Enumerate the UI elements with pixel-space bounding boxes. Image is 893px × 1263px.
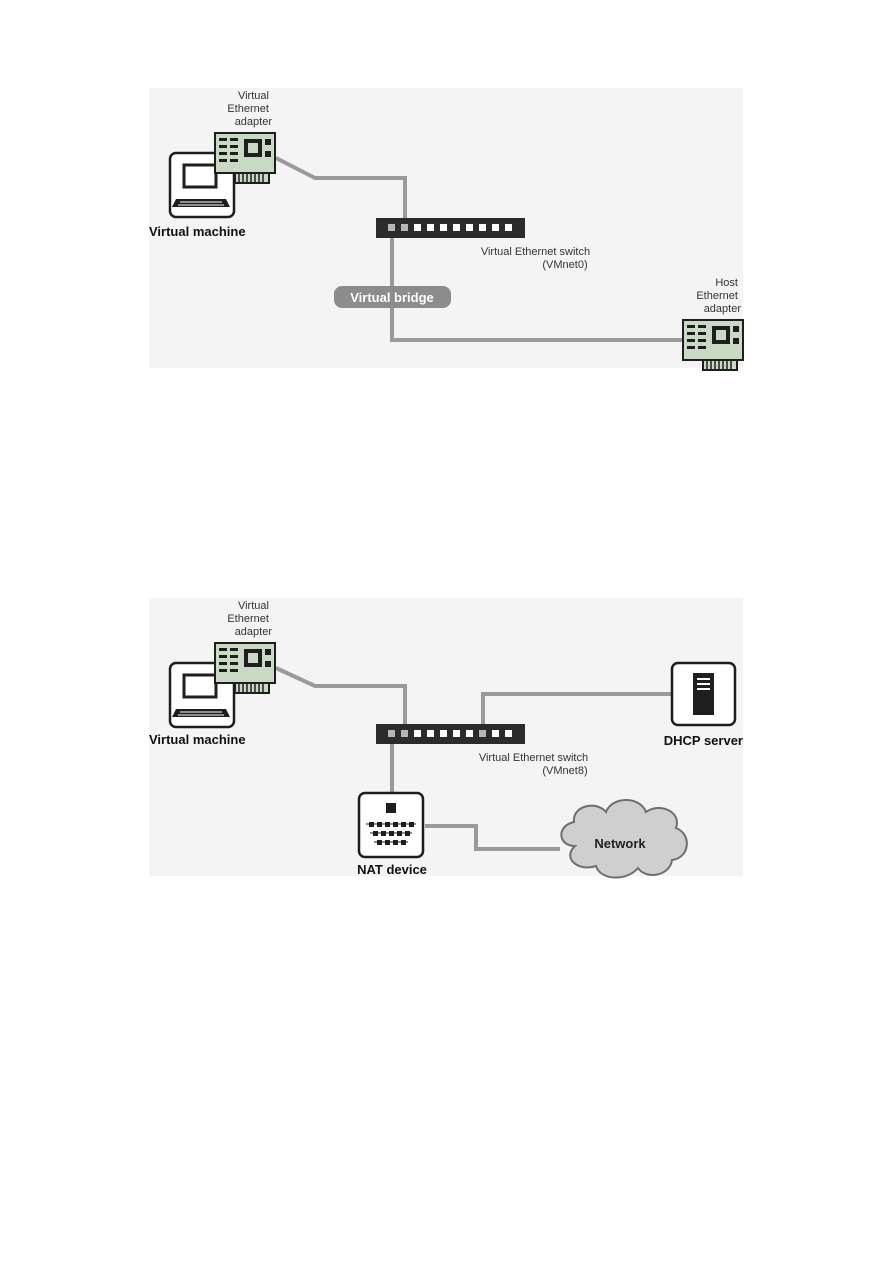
nat-device-label: NAT device [357, 862, 427, 877]
switch-label: Virtual Ethernet switch (VMnet0) [481, 246, 593, 271]
virtual-bridge-pill [334, 286, 451, 308]
switch-icon [376, 724, 525, 744]
virtual-adapter-label: Virtual Ethernet adapter [227, 90, 272, 128]
host-adapter-label: Host Ethernet adapter [696, 277, 741, 315]
host-network-card-icon [682, 319, 744, 371]
dhcp-server-label: DHCP server [664, 733, 743, 748]
nat-diagram: Virtual Ethernet adapter Virtual machine… [149, 600, 743, 879]
cloud-icon [560, 799, 688, 879]
nat-to-network-line [425, 824, 560, 851]
vm-to-switch-line [275, 666, 407, 727]
vm-label: Virtual machine [149, 224, 246, 239]
switch-to-dhcp-line [481, 692, 672, 727]
virtual-adapter-label: Virtual Ethernet adapter [227, 600, 272, 638]
switch-to-host-line [390, 234, 683, 342]
switch-icon [376, 218, 525, 238]
vm-to-switch-line [275, 156, 407, 224]
network-label: Network [594, 836, 646, 851]
switch-label: Virtual Ethernet switch (VMnet8) [479, 752, 591, 777]
nat-device-icon [357, 791, 425, 859]
virtual-bridge-label: Virtual bridge [350, 290, 434, 305]
vm-label: Virtual machine [149, 732, 246, 747]
server-icon [670, 661, 737, 727]
bridged-diagram: Virtual Ethernet adapter Virtual machine… [149, 90, 744, 371]
